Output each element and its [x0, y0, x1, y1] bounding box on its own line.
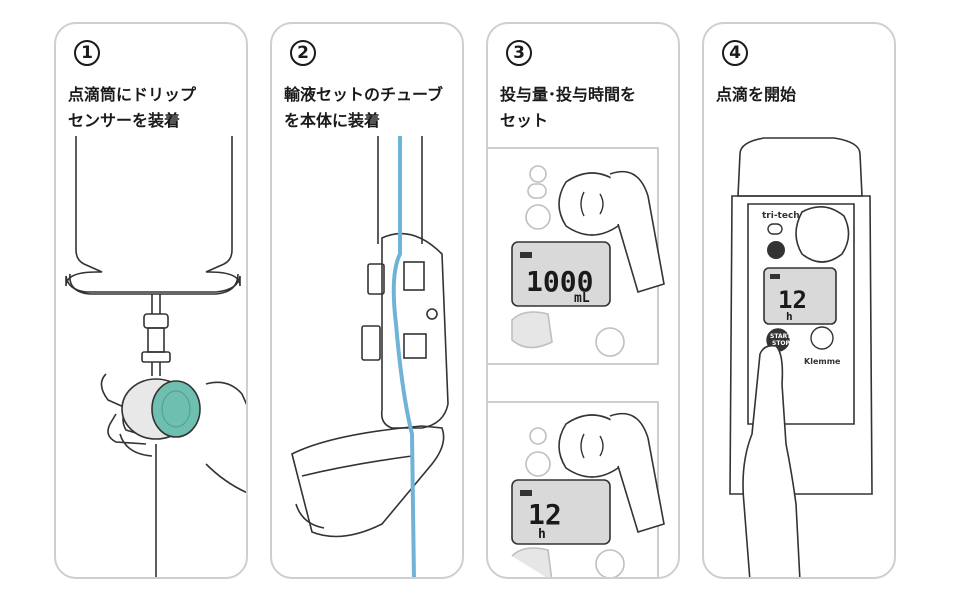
step-number-badge: 3: [506, 40, 532, 66]
drip-button[interactable]: [810, 326, 834, 350]
step-number-badge: 2: [290, 40, 316, 66]
start-drip-illustration: tri-tech 12 h START STOP Klemme: [729, 137, 873, 577]
volume-display-unit: mL: [574, 291, 590, 306]
stop-label: STOP: [772, 340, 791, 347]
indicator-lamp: [767, 223, 783, 235]
time-display-value: 12: [778, 286, 807, 314]
time-display-unit: h: [538, 527, 546, 542]
time-display-unit: h: [786, 310, 793, 323]
step-title: 点滴筒にドリップ センサーを装着: [68, 85, 197, 130]
step-panel-1: 1 点滴筒にドリップ センサーを装着: [54, 22, 248, 579]
mode-button[interactable]: [767, 241, 785, 259]
lcd-screen: [763, 267, 837, 325]
volume-display-value: 1000: [526, 265, 593, 298]
step-panel-2: 2 輸液セットのチューブ を本体に装着: [270, 22, 464, 579]
finger-illustration: [742, 344, 801, 577]
step-number-badge: 4: [722, 40, 748, 66]
tube-setup-illustration: [291, 136, 449, 577]
step-number-badge: 1: [74, 40, 100, 66]
time-display-value: 12: [528, 498, 562, 531]
set-dose-illustration: 1000 mL 12 h: [488, 147, 665, 577]
step-title: 投与量･投与時間を セット: [500, 85, 637, 130]
brand-logo: tri-tech: [762, 211, 800, 221]
step-title: 輸液セットのチューブ を本体に装着: [284, 85, 444, 130]
step-panel-3: 1000 mL 12 h 3 投与量･投与時間を セット: [486, 22, 680, 579]
step-panel-4: tri-tech 12 h START STOP Klemme 4 点滴を開始: [702, 22, 896, 579]
maker-logo: Klemme: [804, 357, 841, 366]
drip-sensor-illustration: [65, 136, 246, 577]
step-title: 点滴を開始: [716, 85, 797, 104]
start-label: START: [770, 333, 792, 340]
drip-sensor-teal: [151, 380, 201, 438]
